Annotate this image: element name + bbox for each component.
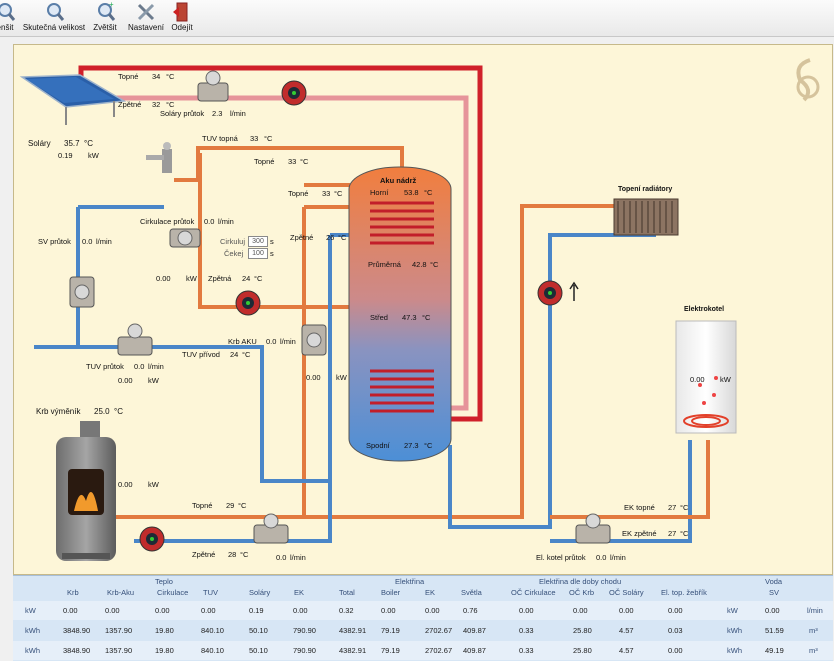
ek-return-pipe	[550, 440, 692, 543]
circulation-flow-label: Cirkulace průtok	[140, 217, 195, 226]
table-row: kWh 3848.90 1357.90 19.80 840.10 50.10 7…	[13, 621, 833, 640]
actual-size-button[interactable]: Skutečná velikost	[21, 0, 87, 36]
zoom-actual-icon	[47, 3, 65, 21]
zoom-out-icon	[0, 3, 16, 21]
heating-diagram: Topné 34 °C Zpětné 32 °C Soláry průtok 2…	[13, 44, 833, 575]
group-teplo: Teplo	[155, 577, 173, 586]
krb-zpetne-label: Zpětné	[192, 550, 216, 559]
krb-power: 0.00	[118, 480, 133, 489]
tuv-pump-icon	[235, 290, 261, 316]
solar-zpetne-label: Zpětné	[118, 100, 142, 109]
toolbar: enšit Skutečná velikost + Zvětšit Nastav…	[0, 0, 834, 37]
krb-topne-label: Topné	[192, 501, 213, 510]
tuv-topne3-label: Topné	[288, 189, 309, 198]
pipe-network	[19, 58, 820, 561]
fireplace-pump-icon	[139, 526, 165, 552]
solar-topne-label: Topné	[118, 72, 139, 81]
circulation-pipe	[198, 153, 350, 309]
zoom-out-button[interactable]: enšit	[0, 0, 18, 36]
krb-temp: 25.0	[94, 407, 110, 416]
storage-tank-icon	[348, 166, 452, 462]
radiator-icon	[613, 198, 679, 236]
circulation-power: 0.00	[156, 274, 171, 283]
tank-zpetne-label: Zpětné	[290, 233, 314, 242]
tuv-hot-pipe	[174, 146, 404, 182]
solar-temp: 35.7	[64, 139, 80, 148]
solar-flowmeter-icon	[197, 70, 229, 102]
table-row: kW 0.00 0.00 0.00 0.00 0.19 0.00 0.32 0.…	[13, 601, 833, 620]
zoom-in-button[interactable]: + Zvětšit	[93, 1, 117, 32]
fireplace-return-pipe	[134, 235, 332, 543]
krb-label: Krb výměník	[36, 407, 81, 416]
tank-avg-temp: 42.8	[412, 260, 427, 269]
exit-icon	[173, 2, 188, 22]
table-row: kWh 3848.90 1357.90 19.80 840.10 50.10 7…	[13, 641, 833, 660]
solar-panel-icon	[19, 74, 127, 125]
tuv-power: 0.00	[118, 376, 133, 385]
circulate-seconds-input[interactable]: 300	[248, 236, 268, 247]
fireplace-stove-icon	[56, 421, 116, 561]
ek-zpetne-label: EK zpětné	[622, 529, 657, 538]
wait-seconds-input[interactable]: 100	[248, 248, 268, 259]
faucet-icon	[146, 142, 172, 173]
tuv-flow-label: TUV průtok	[86, 362, 124, 371]
krb-aku-power: 0.00	[306, 373, 321, 382]
ek-hot-pipe	[550, 440, 710, 519]
krb-aku-flowmeter-icon	[301, 324, 327, 356]
solar-hot-pipe	[78, 65, 483, 422]
ek-flow-value: 0.0	[596, 553, 607, 562]
solar-flow-label: Soláry průtok	[160, 109, 205, 118]
tank-top-temp: 53.8	[404, 188, 419, 197]
tuv-flow-value: 0.0	[134, 362, 145, 371]
sv-flowmeter-icon	[69, 276, 95, 308]
settings-icon	[137, 3, 155, 21]
krb-flowmeter-icon	[253, 513, 289, 544]
radiator-pump-icon	[537, 280, 563, 306]
group-voda: Voda	[765, 577, 783, 586]
tank-bottom-temp: 27.3	[404, 441, 419, 450]
krb-flow: 0.0	[276, 553, 287, 562]
svg-text:+: +	[109, 1, 114, 9]
electric-boiler-icon	[675, 320, 737, 434]
tank-mid-temp: 47.3	[402, 313, 417, 322]
group-elektrina-doba: Elektřina dle doby chodu	[539, 577, 622, 586]
circulation-flow-value: 0.0	[204, 217, 215, 226]
krb-aku-flow: 0.0	[266, 337, 277, 346]
solar-pump-icon	[281, 80, 307, 106]
tuv-zpetna-label: Zpětná	[208, 274, 232, 283]
radiator-hot-pipe	[80, 204, 626, 519]
tank-title: Aku nádrž	[380, 176, 417, 185]
energy-table: Teplo Elektřina Elektřina dle doby chodu…	[13, 575, 833, 661]
zoom-in-icon: +	[98, 1, 116, 21]
flow-arrow-icon	[569, 281, 579, 301]
ek-flowmeter-icon	[575, 513, 611, 544]
exit-button[interactable]: Odejít	[168, 0, 196, 36]
tuv-topna-label: TUV topná	[202, 134, 238, 143]
ek-flow-label: El. kotel průtok	[536, 553, 586, 562]
group-elektrina: Elektřina	[395, 577, 425, 586]
logo-icon	[796, 58, 820, 102]
krb-aku-label: Krb AKU	[228, 337, 257, 346]
solar-power: 0.19	[58, 151, 73, 160]
ek-topne-label: EK topné	[624, 503, 655, 512]
circulation-flowmeter-icon	[169, 228, 201, 248]
sv-flow-value: 0.0	[82, 237, 93, 246]
ek-label: Elektrokotel	[684, 306, 725, 313]
solar-topne-temp: 34	[152, 72, 161, 81]
solar-flow-value: 2.3	[212, 109, 223, 118]
tuv-privod-label: TUV přívod	[182, 350, 220, 359]
radiator-label: Topení radiátory	[618, 186, 673, 193]
settings-button[interactable]: Nastavení	[126, 0, 166, 36]
solar-zpetne-temp: 32	[152, 100, 161, 109]
sv-flow-label: SV průtok	[38, 237, 71, 246]
tuv-topne2-label: Topné	[254, 157, 275, 166]
solar-name: Soláry	[28, 139, 51, 148]
ek-power: 0.00	[690, 375, 705, 384]
tuv-flowmeter-icon	[117, 323, 153, 356]
